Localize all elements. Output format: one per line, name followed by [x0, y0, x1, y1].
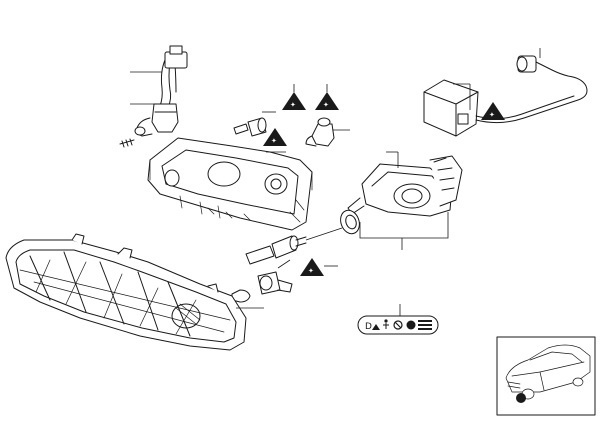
warning-triangle-icon: ✦ — [282, 84, 306, 110]
connector-harness — [130, 45, 188, 109]
warning-triangle-icon: ✦ — [481, 102, 505, 120]
svg-text:✦: ✦ — [323, 101, 329, 109]
warning-triangle-icon — [372, 324, 380, 330]
car-locator-thumbnail — [496, 336, 596, 416]
warning-triangle-icon: ✦ — [315, 84, 339, 110]
no-symbol-icon — [393, 320, 403, 330]
levelling-bracket — [347, 151, 463, 217]
person-symbol-icon — [383, 319, 389, 329]
headlight-symbol-icon — [406, 320, 432, 330]
warning-triangle-icon: ✦ — [263, 128, 287, 146]
angled-bulb-holder — [305, 117, 350, 147]
headlight-rear-housing — [147, 137, 313, 231]
seal-ring — [340, 209, 360, 235]
parking-bulb-socket — [231, 259, 293, 303]
bulb-socket-assembly — [119, 103, 179, 148]
xenon-ballast-unit — [423, 48, 588, 137]
warning-label-decal: D — [357, 304, 439, 335]
headlight-front-lens — [5, 233, 264, 351]
warning-triangle-icon: ✦ — [300, 258, 338, 276]
label-letter: D — [365, 322, 372, 332]
svg-text:✦: ✦ — [489, 111, 495, 119]
xenon-bulb — [245, 227, 343, 265]
small-bulb-top — [233, 111, 276, 137]
headlight-location-marker — [516, 393, 526, 403]
svg-text:✦: ✦ — [290, 101, 296, 109]
svg-text:✦: ✦ — [271, 137, 277, 145]
svg-text:✦: ✦ — [308, 267, 314, 275]
